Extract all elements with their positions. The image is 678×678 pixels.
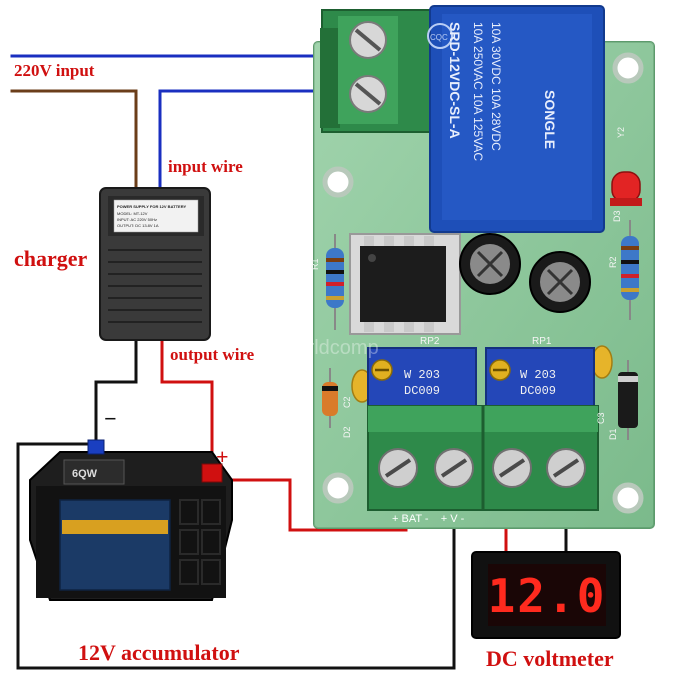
label-rp1: RP1	[532, 336, 552, 347]
label-d2: D2	[342, 426, 352, 438]
rp1-line-1: W 203	[520, 368, 556, 382]
voltmeter-readout: 12.0	[488, 569, 607, 623]
label-output-wire: output wire	[170, 345, 255, 364]
terminal-legend: + BAT - + V -	[392, 513, 465, 525]
charger-plate-line-3: INPUT: AC 220V 50Hz	[117, 217, 157, 222]
rp2-line-1: W 203	[404, 368, 440, 382]
ic-chip	[349, 233, 461, 335]
wires	[10, 54, 568, 670]
label-c2: C2	[342, 396, 352, 408]
wire-battery-negative	[16, 442, 456, 670]
label-plus: +	[216, 444, 229, 469]
relay-brand: SONGLE	[542, 90, 558, 149]
resistor-r2	[621, 220, 639, 320]
charger-label-plate	[113, 199, 199, 233]
pot-rp2	[367, 347, 477, 415]
wire-output-red	[160, 338, 214, 470]
diode-d2	[322, 368, 338, 428]
watermark: worldcomp	[281, 337, 379, 359]
label-12v-accumulator: 12V accumulator	[78, 640, 240, 665]
charger-plate-text: POWER SUPPLY FOR 12V BATTERY MODEL: MT-1…	[117, 204, 186, 228]
label-r1: R1	[310, 258, 320, 270]
battery-terminal-positive	[201, 463, 223, 483]
pot-text: W 203 DC009 W 203 DC009	[404, 368, 556, 398]
charger-plate-line-4: OUTPUT: DC 13.8V 1A	[117, 223, 159, 228]
label-minus: −	[104, 406, 117, 431]
label-r2: R2	[608, 256, 618, 268]
relay-rating-1: 10A 250VAC 10A 125VAC	[471, 22, 485, 161]
charger-plate-line-1: POWER SUPPLY FOR 12V BATTERY	[117, 204, 186, 209]
wire-220v-brown	[10, 89, 138, 200]
charger-plate-line-2: MODEL: MT-12V	[117, 211, 148, 216]
label-d1: D1	[608, 428, 618, 440]
label-dc-voltmeter: DC voltmeter	[486, 646, 614, 671]
voltmeter	[471, 551, 621, 639]
relay-cqc: CQC	[430, 33, 448, 42]
wire-input-blue	[158, 89, 332, 200]
label-c3: C3	[596, 412, 606, 424]
charger-adapter	[99, 187, 211, 341]
terminal-block-output	[367, 405, 599, 511]
diode-d1	[618, 360, 638, 440]
label-charger: charger	[14, 246, 88, 271]
relay-text: SRD-12VDC-SL-A 10A 250VAC 10A 125VAC 10A…	[430, 22, 558, 161]
capacitors	[459, 233, 591, 313]
battery	[29, 439, 233, 601]
mount-holes	[322, 52, 644, 514]
label-y2: Y2	[616, 127, 626, 138]
battery-terminal-negative	[87, 439, 105, 455]
led-d3	[610, 171, 642, 206]
resistor-r1	[326, 234, 344, 330]
terminal-block-input	[320, 9, 433, 133]
rp1-line-2: DC009	[520, 384, 556, 398]
relay-rating-2: 10A 30VDC 10A 28VDC	[489, 22, 503, 151]
label-rp2: RP2	[420, 336, 440, 347]
pot-rp1	[485, 347, 595, 415]
pcb-board	[313, 5, 655, 529]
label-220v-input: 220V input	[14, 61, 95, 80]
label-input-wire: input wire	[168, 157, 243, 176]
label-d3: D3	[612, 210, 622, 222]
wire-output-black	[94, 338, 138, 446]
silkscreen: RP2 RP1 R1 R2 D1 D2 D3 C2 C3 Y2 + BAT - …	[310, 127, 626, 525]
relay-model-text: SRD-12VDC-SL-A	[447, 22, 463, 139]
battery-plate-text: 6QW	[72, 468, 98, 480]
relay	[427, 5, 605, 233]
rp2-line-2: DC009	[404, 384, 440, 398]
